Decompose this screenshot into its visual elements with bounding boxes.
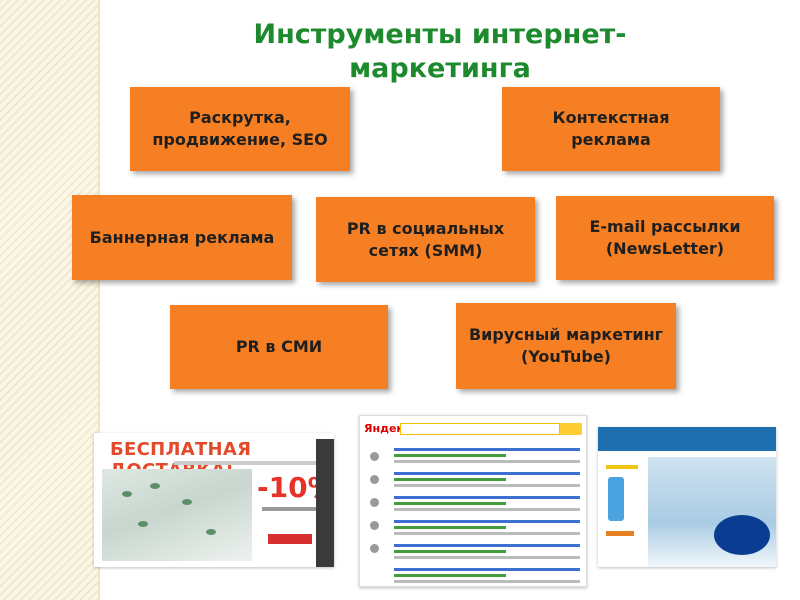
box-email: E-mail рассылки (NewsLetter) xyxy=(556,196,774,280)
search-result xyxy=(394,448,580,468)
search-result xyxy=(394,568,580,586)
search-button xyxy=(560,423,582,435)
box-context-ads-label: Контекстная реклама xyxy=(552,108,670,149)
search-bar xyxy=(400,423,560,435)
search-result xyxy=(394,472,580,492)
box-viral-label: Вирусный маркетинг (YouTube) xyxy=(468,325,663,366)
leaf-pattern xyxy=(182,499,192,505)
left-band-divider xyxy=(98,0,100,600)
search-sidebar xyxy=(364,446,386,582)
leaf-pattern xyxy=(206,529,216,535)
box-context-ads: Контекстная реклама xyxy=(502,87,720,171)
box-email-label: E-mail рассылки (NewsLetter) xyxy=(589,217,741,258)
banner-ad-screenshot: БЕСПЛАТНАЯ ДОСТАВКА! -10% xyxy=(94,433,334,567)
product-image xyxy=(608,477,624,521)
leaf-pattern xyxy=(138,521,148,527)
banner-ad-button xyxy=(268,534,312,544)
display-ad-header xyxy=(598,427,776,451)
slide-title: Инструменты интернет-маркетинга xyxy=(253,19,627,84)
banner-ad-text-lines xyxy=(262,507,324,511)
box-smm-label: PR в социальных сетях (SMM) xyxy=(346,218,505,260)
leaf-pattern xyxy=(122,491,132,497)
box-media-pr-label: PR в СМИ xyxy=(235,337,323,356)
box-media-pr: PR в СМИ xyxy=(170,305,388,389)
box-banner-ads: Баннерная реклама xyxy=(72,195,292,280)
box-viral: Вирусный маркетинг (YouTube) xyxy=(456,303,676,389)
search-result xyxy=(394,520,580,540)
leaf-pattern xyxy=(150,483,160,489)
decorative-left-band xyxy=(0,0,98,600)
sidebar-dot-icon xyxy=(370,544,379,553)
bedding-photo xyxy=(102,469,252,561)
search-result xyxy=(394,544,580,564)
search-result xyxy=(394,496,580,516)
product-price xyxy=(606,531,634,536)
display-ad-screenshot xyxy=(598,427,776,567)
box-smm: PR в социальных сетях (SMM) xyxy=(316,197,535,282)
banner-ad-side-panel xyxy=(316,439,334,567)
sidebar-dot-icon xyxy=(370,475,379,484)
sidebar-dot-icon xyxy=(370,498,379,507)
rating-stars xyxy=(606,465,638,469)
box-seo: Раскрутка, продвижение, SEO xyxy=(130,87,350,171)
box-seo-label: Раскрутка, продвижение, SEO xyxy=(152,108,328,149)
brand-badge xyxy=(714,515,770,555)
box-banner-ads-label: Баннерная реклама xyxy=(89,227,275,247)
sidebar-dot-icon xyxy=(370,521,379,530)
search-engine-logo: Яндекс xyxy=(364,422,411,435)
sidebar-dot-icon xyxy=(370,452,379,461)
search-results-screenshot: Яндекс xyxy=(359,415,587,587)
banner-ad-subline xyxy=(174,461,324,465)
